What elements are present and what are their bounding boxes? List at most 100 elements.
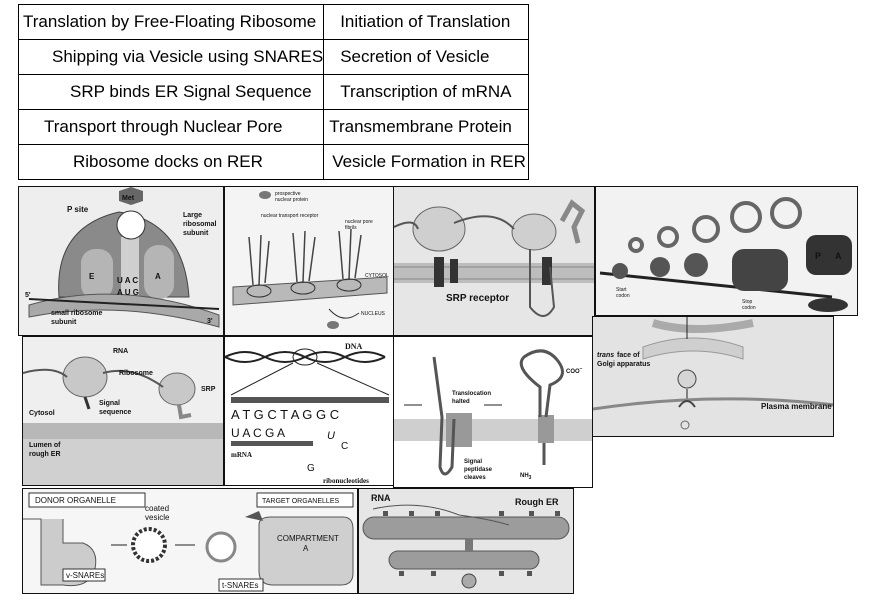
signal-sequence-shape xyxy=(83,396,91,410)
coated-vesicle-shape xyxy=(131,527,167,563)
zoom-line xyxy=(230,362,294,396)
start-codon-label: Start xyxy=(616,287,627,293)
ribosome-dots xyxy=(383,511,560,576)
nucleotide-u: U xyxy=(327,430,335,442)
dna-sequence: A T G C T A G G C xyxy=(231,407,339,422)
pore-ring xyxy=(246,284,272,298)
exocytosis-shape xyxy=(678,400,696,408)
v-snares-label: v-SNAREs xyxy=(66,571,104,580)
fibrils-label: nuclear pore xyxy=(345,219,373,225)
table-cell: Transcription of mRNA xyxy=(323,74,530,110)
ribonucleotides-label: ribonucleotides xyxy=(323,477,369,485)
plasma-membrane-label: Plasma membrane xyxy=(761,402,832,411)
small-subunit-shape xyxy=(808,298,848,312)
er-membrane xyxy=(388,550,540,570)
term-right: Vesicle Formation in RER xyxy=(332,152,526,171)
translocon-shape xyxy=(542,257,552,285)
plasma-membrane-line xyxy=(593,397,833,411)
srp-receptor-diagram: SRP receptor xyxy=(393,186,595,336)
table-cell: Vesicle Formation in RER xyxy=(323,144,530,180)
polypeptide-loop xyxy=(529,249,556,317)
mrna-strand xyxy=(23,368,164,388)
donor-label: DONOR ORGANELLE xyxy=(35,496,116,505)
p-site-label: P xyxy=(815,251,821,261)
ribosome-label: Ribosome xyxy=(119,370,153,377)
met-label: Met xyxy=(122,195,135,202)
lumen-label: rough ER xyxy=(29,451,61,458)
a-site-shape xyxy=(144,245,174,299)
large-subunit-label: Large xyxy=(183,212,202,219)
rna-label: RNA xyxy=(113,348,128,355)
nuclear-envelope xyxy=(232,276,388,306)
nucleotide-g: G xyxy=(307,463,315,474)
coated-vesicle-label: vesicle xyxy=(145,513,170,522)
e-site-shape xyxy=(81,249,113,299)
table-cell: Ribosome docks on RER xyxy=(17,144,325,180)
uncoated-vesicle-shape xyxy=(205,531,237,563)
er-membrane xyxy=(394,263,594,283)
dna-helix xyxy=(225,351,386,363)
ribosome-shape xyxy=(158,372,196,406)
transmembrane-protein-diagram: Translocation halted COO− NH3 Signal pep… xyxy=(393,336,593,488)
met-icon xyxy=(119,187,143,205)
e-site-label: E xyxy=(89,272,95,281)
small-subunit-label: small ribosome xyxy=(51,310,102,317)
term-right: Secretion of Vesicle xyxy=(340,47,490,66)
small-subunit-label: subunit xyxy=(51,319,77,326)
folded-protein xyxy=(519,349,564,418)
dna-label: DNA xyxy=(345,342,363,351)
mrna-strand xyxy=(231,441,313,446)
mrna-label: mRNA xyxy=(231,451,252,459)
table-cell: Transmembrane Protein xyxy=(323,109,530,145)
v-snares-box xyxy=(62,568,106,582)
mrna-strand xyxy=(28,298,220,310)
golgi-cisterna xyxy=(642,337,744,360)
coo-label: COO− xyxy=(566,366,583,375)
target-organelle-shape xyxy=(258,516,354,586)
released-content xyxy=(680,420,690,430)
start-codon-label: codon xyxy=(616,293,630,299)
nuclear-pore-diagram: prospective nuclear protein nuclear tran… xyxy=(224,186,394,336)
er-membrane xyxy=(394,419,592,441)
anticodon-label: U A C xyxy=(117,276,138,285)
ribosome-shape xyxy=(412,206,466,252)
mrna-strand xyxy=(599,271,833,299)
protein-shape xyxy=(327,321,339,329)
table-cell: Secretion of Vesicle xyxy=(323,39,530,75)
protein-shape xyxy=(259,191,271,199)
halted-label: Translocation xyxy=(452,391,491,397)
lumen-label: Lumen of xyxy=(29,442,61,449)
table-row: Ribosome docks on RER Vesicle Formation … xyxy=(17,144,530,180)
srp-receptor-label: SRP receptor xyxy=(446,293,509,304)
snare-protein-shape xyxy=(245,511,263,521)
er-membrane xyxy=(23,423,223,439)
nh3-label: NH3 xyxy=(520,473,532,481)
srp-receptor-shape xyxy=(434,257,444,287)
compartment-label: A xyxy=(303,544,309,553)
rna-sequence: U A C G A xyxy=(231,426,285,440)
target-label: TARGET ORGANELLES xyxy=(262,498,339,505)
ribosome-shape xyxy=(511,213,557,251)
srp-label: SRP xyxy=(201,386,216,393)
term-right: Initiation of Translation xyxy=(340,12,511,31)
term-right: Transcription of mRNA xyxy=(340,82,512,101)
table-row: SRP binds ER Signal Sequence Transcripti… xyxy=(17,74,530,110)
term-left: Shipping via Vesicle using SNARES xyxy=(52,47,324,66)
srp-binding-diagram: RNA Ribosome SRP Signal sequence Cytosol… xyxy=(22,336,224,486)
trna-shape xyxy=(116,210,146,240)
peptidase-label: Signal xyxy=(464,459,482,465)
golgi-label: trans xyxy=(597,352,614,359)
cytosol-label: Cytosol xyxy=(29,410,55,417)
srp-shape xyxy=(177,404,192,420)
table-row: Shipping via Vesicle using SNARES Secret… xyxy=(17,39,530,75)
polypeptide-chain xyxy=(432,356,456,476)
er-lumen xyxy=(23,437,223,485)
import-arrow xyxy=(328,308,360,319)
ribosome-shape xyxy=(62,356,108,398)
translocon-shape xyxy=(446,413,472,447)
three-prime-label: 3' xyxy=(207,318,213,325)
ribosome-diagram: Met P site Large ribosomal subunit E A U… xyxy=(18,186,224,336)
table-cell: Shipping via Vesicle using SNARES xyxy=(17,39,325,75)
stop-codon-label: codon xyxy=(742,305,756,311)
stop-codon-label: Stop xyxy=(742,299,753,305)
